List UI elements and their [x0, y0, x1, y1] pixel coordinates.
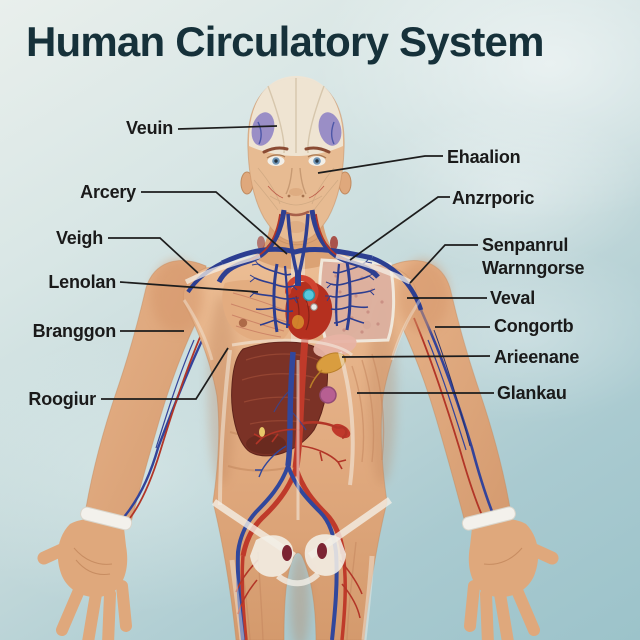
- label-ehaalion: Ehaalion: [447, 147, 521, 167]
- label-branggon: Branggon: [32, 321, 117, 341]
- label-veval: Veval: [490, 288, 536, 308]
- leader-lines: [101, 125, 494, 400]
- label-arcery: Arcery: [80, 182, 136, 202]
- label-glankau: Glankau: [497, 383, 567, 403]
- label-senpanrul-warnngorse: Senpanrul Warnngorse: [482, 235, 585, 278]
- label-lenolan: Lenolan: [48, 272, 116, 292]
- head: [240, 76, 352, 270]
- wrist-band: [80, 506, 516, 531]
- label-veuin: Veuin: [125, 118, 173, 138]
- pelvis: [250, 534, 346, 587]
- label-congortb: Congortb: [494, 316, 574, 336]
- page-title: Human Circulatory System: [26, 18, 544, 65]
- label-anzrporic: Anzrporic: [452, 188, 535, 208]
- label-veigh: Veigh: [55, 228, 103, 248]
- label-roogiur: Roogiur: [28, 389, 96, 409]
- label-arieenane: Arieenane: [494, 347, 580, 367]
